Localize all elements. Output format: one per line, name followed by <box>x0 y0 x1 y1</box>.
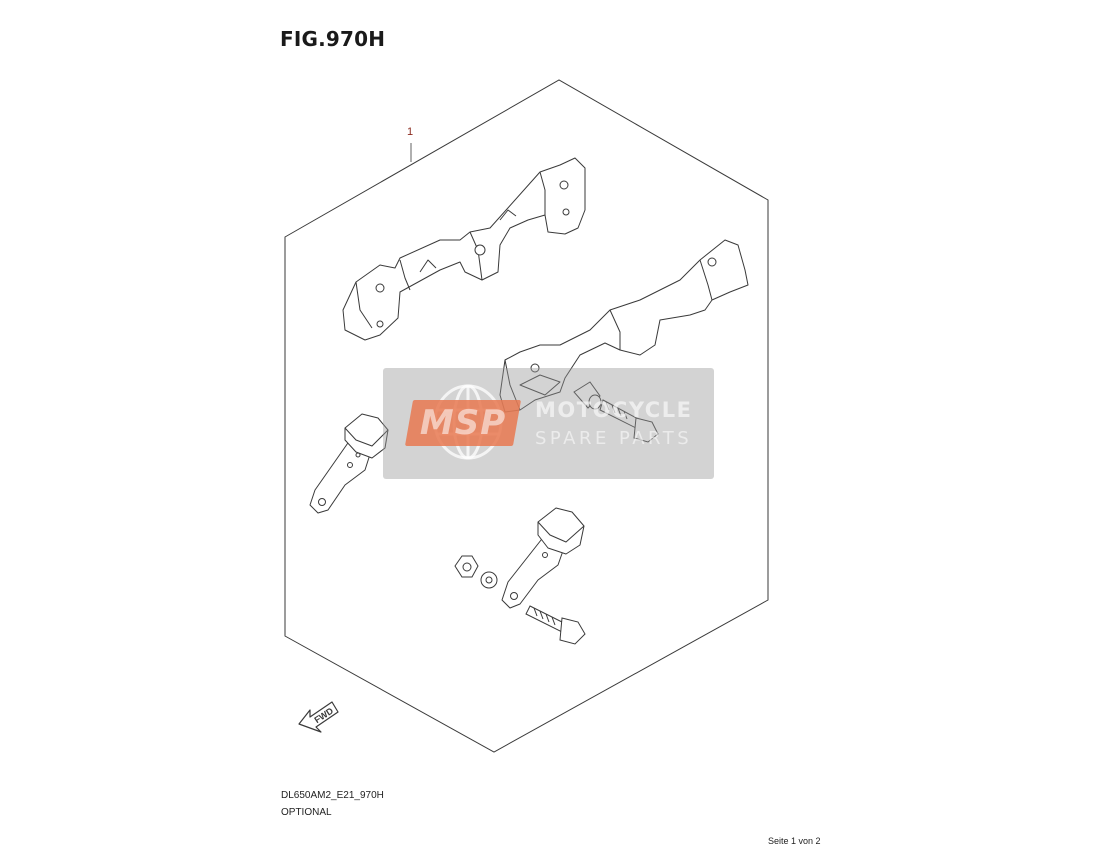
page-indicator: Seite 1 von 2 <box>768 836 821 846</box>
watermark-line1: MOTOCYCLE <box>535 398 693 422</box>
fwd-arrow-icon: FWD <box>298 701 339 733</box>
diagram-code-label: DL650AM2_E21_970H <box>281 790 384 801</box>
diagram-description-label: OPTIONAL <box>281 807 332 818</box>
rail-bracket-left <box>342 157 586 341</box>
assembly-boundary <box>284 79 769 753</box>
bolt-upper <box>599 399 659 443</box>
side-stay-lower <box>501 507 585 609</box>
spacer-collar <box>573 381 602 410</box>
callout-number: 1 <box>407 126 414 138</box>
watermark-overlay: MSP MOTOCYCLE SPARE PARTS <box>383 368 714 479</box>
watermark-line2: SPARE PARTS <box>535 428 693 449</box>
msp-logo: MSP <box>404 400 522 446</box>
bolt-lower <box>525 605 586 645</box>
figure-title: FIG.970H <box>280 27 386 51</box>
washer <box>480 571 498 589</box>
hex-nut <box>454 555 479 578</box>
side-stay-left <box>309 413 389 514</box>
